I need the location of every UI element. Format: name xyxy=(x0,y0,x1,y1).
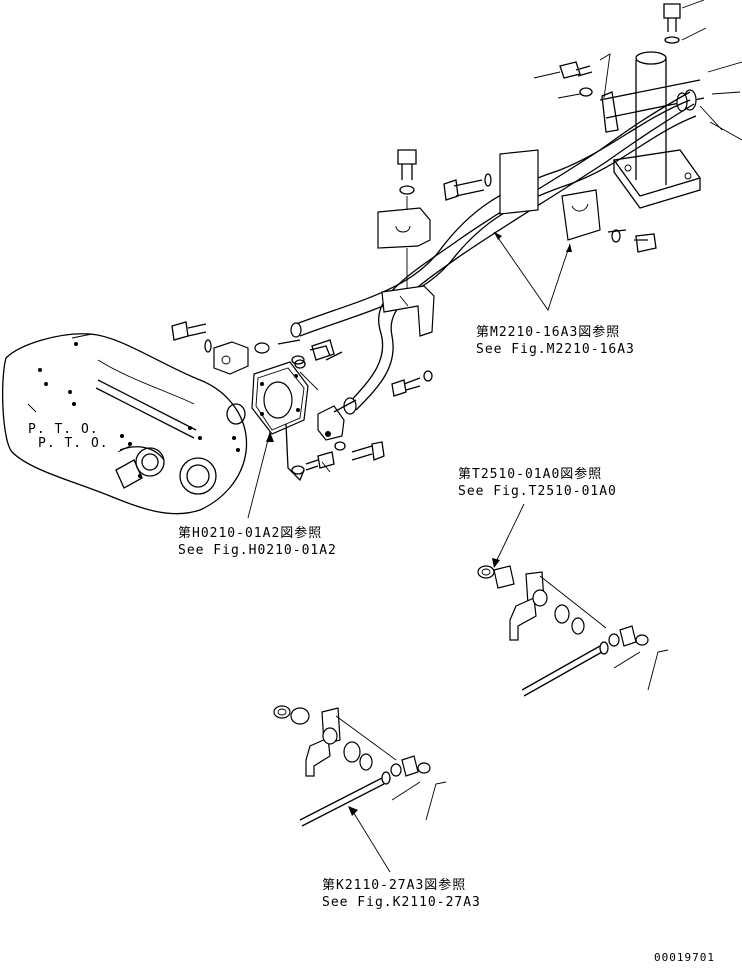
ref-m2210-japanese: 第M2210-16A3図参照 xyxy=(476,325,621,340)
ref-h0210-english: See Fig.H0210-01A2 xyxy=(178,543,337,558)
clamp-block-upper xyxy=(377,207,431,249)
clamp-bracket-center xyxy=(381,285,435,337)
elbow-fitting xyxy=(317,399,385,461)
o-ring xyxy=(226,403,246,425)
leader-k2110 xyxy=(348,806,391,873)
drawing-number: 00019701 xyxy=(654,951,715,964)
bolt-top-right xyxy=(663,0,707,44)
ref-k2110-english: See Fig.K2110-27A3 xyxy=(322,895,481,910)
ref-m2210-english: See Fig.M2210-16A3 xyxy=(476,342,635,357)
ref-k2110-japanese: 第K2110-27A3図参照 xyxy=(322,878,467,893)
pump-mount-plate xyxy=(251,361,309,482)
clamp-block-right xyxy=(443,149,657,253)
pto-label-2: P. T. O. xyxy=(38,436,109,451)
leader-t2510 xyxy=(492,503,525,568)
bolt-center-top xyxy=(397,149,417,290)
ref-t2510-english: See Fig.T2510-01A0 xyxy=(458,484,617,499)
pillar-assembly xyxy=(612,51,702,209)
bolt-under-plate xyxy=(291,345,343,475)
linkage-lower xyxy=(273,705,447,827)
pipe-fitting-right xyxy=(599,79,741,131)
valve-fitting xyxy=(213,339,335,375)
leader-h0210 xyxy=(247,431,274,519)
bolt-left-valve xyxy=(171,321,212,353)
bolt-mid-right xyxy=(391,370,433,397)
hose-upper xyxy=(290,99,697,338)
hose-lower xyxy=(343,91,695,415)
leader-ticks xyxy=(299,61,742,473)
pto-housing xyxy=(1,333,248,515)
pto-label-1: P. T. O. xyxy=(28,422,99,437)
ref-h0210-japanese: 第H0210-01A2図参照 xyxy=(178,526,323,541)
linkage-right xyxy=(477,565,669,697)
leader-m2210 xyxy=(493,231,572,311)
ref-t2510-japanese: 第T2510-01A0図参照 xyxy=(458,467,603,482)
bolt-upper-right xyxy=(533,53,619,133)
